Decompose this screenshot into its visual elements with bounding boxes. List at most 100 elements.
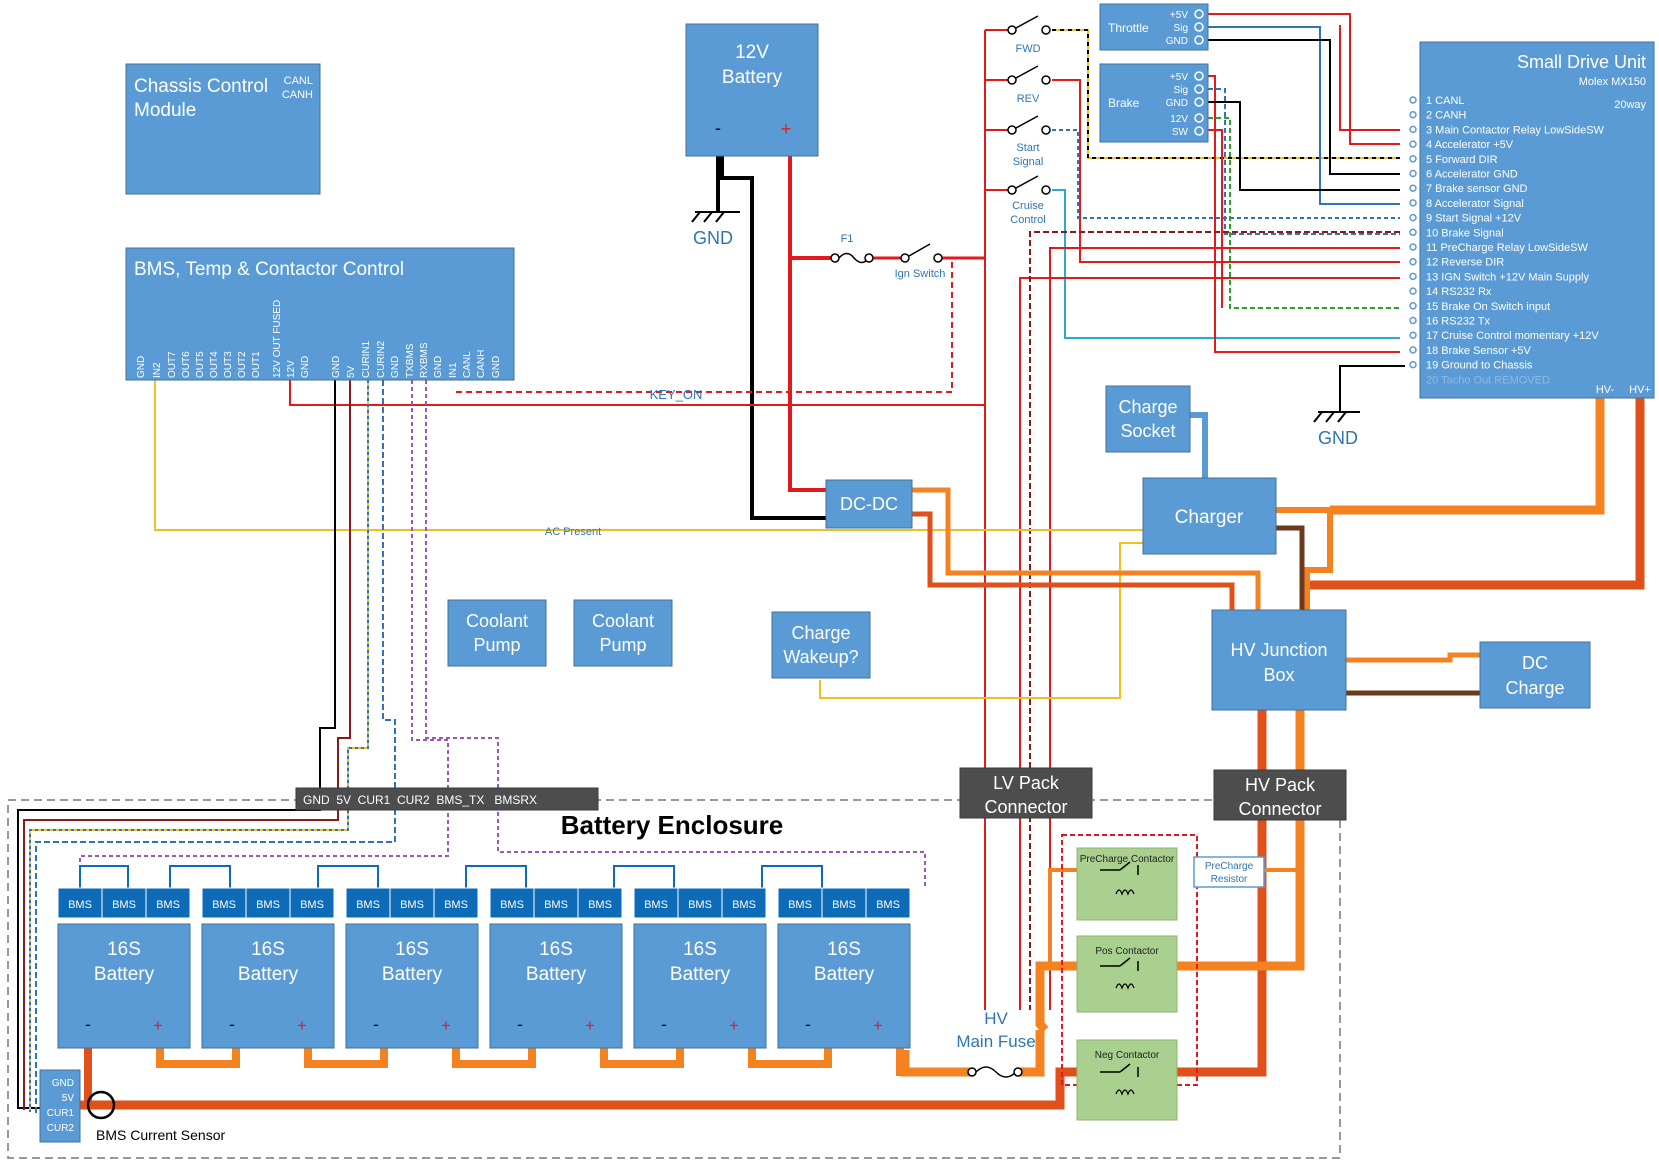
- bms-control-pin: CANH: [476, 350, 487, 378]
- bms-board-label: BMS: [788, 899, 812, 911]
- drive-unit-pin-terminal: [1409, 302, 1417, 310]
- battery-12v-neg: -: [715, 118, 721, 138]
- precharge-contactor-label: PreCharge Contactor: [1080, 854, 1175, 865]
- charge-wakeup-l1: Charge: [791, 623, 850, 643]
- bms-board-label: BMS: [732, 899, 756, 911]
- battery-12v-pos: +: [781, 119, 792, 139]
- bms-board-label: BMS: [212, 899, 236, 911]
- current-sensor-ring: [86, 1090, 116, 1120]
- drive-unit-pin-terminal: [1409, 346, 1417, 354]
- charge-wakeup: Charge Wakeup?: [771, 611, 871, 679]
- hv-pack-connector: HV Pack Connector: [1213, 769, 1347, 821]
- battery-module-l2: Battery: [382, 964, 443, 985]
- precharge-resistor: PreCharge Resistor: [1193, 856, 1265, 888]
- bms-board: [57, 887, 103, 919]
- bms-board: [577, 887, 623, 919]
- drive-unit-pin: 6 Accelerator GND: [1426, 169, 1518, 181]
- battery-module-l1: 16S: [395, 939, 429, 960]
- drive-unit-title: Small Drive Unit: [1517, 52, 1646, 72]
- chassis-title-l2: Module: [134, 100, 196, 121]
- drive-unit-pin: 15 Brake On Switch input: [1426, 301, 1550, 313]
- drive-unit-pin: 14 RS232 Rx: [1426, 286, 1492, 298]
- dc-dc-converter: DC-DC: [825, 479, 913, 529]
- drive-unit-pin-terminal: [1409, 257, 1417, 266]
- charge-socket: Charge Socket: [1105, 385, 1191, 453]
- bms-control-title: BMS, Temp & Contactor Control: [134, 259, 404, 280]
- bms-board-label: BMS: [588, 899, 612, 911]
- drive-unit-pin-terminal: [1409, 360, 1417, 369]
- coolant-pump-1-l1: Coolant: [466, 611, 528, 631]
- switch-fwd-label: FWD: [1015, 43, 1040, 55]
- throttle-pin-sig: Sig: [1174, 23, 1188, 34]
- bms-board-label: BMS: [356, 899, 380, 911]
- bms-control-pin: OUT4: [209, 351, 220, 378]
- drive-unit-pin-terminal: [1409, 184, 1417, 192]
- battery-module-body: [345, 923, 479, 1049]
- current-sensor-pin-cur2: CUR2: [47, 1123, 75, 1134]
- switch-start-label-l2: Signal: [1013, 156, 1044, 168]
- battery-module-pos: +: [729, 1016, 739, 1035]
- drive-unit-pin: 12 Reverse DIR: [1426, 257, 1504, 269]
- gnd-label-drive: GND: [1318, 428, 1358, 448]
- bms-board-label: BMS: [544, 899, 568, 911]
- bms-board-label: BMS: [644, 899, 668, 911]
- bms-control-pin: GND: [390, 356, 401, 378]
- battery-module-pos: +: [153, 1016, 163, 1035]
- brake-pin-5v: +5V: [1170, 72, 1188, 83]
- switch-rev-label: REV: [1017, 93, 1040, 105]
- gnd-label-12v: GND: [693, 228, 733, 248]
- drive-unit-pin: 7 Brake sensor GND: [1426, 183, 1528, 195]
- drive-unit-pin-terminal: [1409, 287, 1417, 295]
- drive-unit-pin: 10 Brake Signal: [1426, 227, 1504, 239]
- lv-pack-l2: Connector: [984, 797, 1067, 817]
- bms-control-pin: CURIN1: [361, 340, 372, 378]
- switch-fwd: FWD: [1007, 15, 1051, 55]
- ign-switch-label: Ign Switch: [895, 268, 946, 280]
- ign-switch: Ign Switch: [895, 243, 946, 280]
- charger-label: Charger: [1175, 507, 1244, 528]
- bms-board-label: BMS: [112, 899, 136, 911]
- hv-main-fuse-l1: HV: [984, 1009, 1008, 1028]
- charge-wakeup-l2: Wakeup?: [783, 647, 858, 667]
- precharge-resistor-l1: PreCharge: [1205, 861, 1254, 872]
- brake-title: Brake: [1108, 96, 1140, 110]
- bms-board: [721, 887, 767, 919]
- bms-control-pin: OUT6: [181, 351, 192, 378]
- battery-enclosure-title: Battery Enclosure: [561, 810, 784, 840]
- battery-module-body: [57, 923, 191, 1049]
- coolant-pump-2-l1: Coolant: [592, 611, 654, 631]
- battery-module-l2: Battery: [670, 964, 731, 985]
- pos-contactor-label: Pos Contactor: [1095, 946, 1159, 957]
- brake-pin-12v: 12V: [1170, 114, 1188, 125]
- battery-module-neg: -: [805, 1015, 811, 1034]
- switch-cruise-label-l1: Cruise: [1012, 200, 1044, 212]
- bms-board-label: BMS: [500, 899, 524, 911]
- charge-socket-l1: Charge: [1118, 397, 1177, 417]
- coolant-pump-2-l2: Pump: [599, 635, 646, 655]
- bms-board: [677, 887, 723, 919]
- brake-pin-gnd: GND: [1166, 98, 1188, 109]
- bms-control-pin: GND: [300, 356, 311, 378]
- drive-unit-pin: 8 Accelerator Signal: [1426, 198, 1524, 210]
- bms-control-pin: TXBMS: [405, 343, 416, 378]
- drive-unit-pin: 11 PreCharge Relay LowSideSW: [1426, 242, 1588, 254]
- bms-control-pin: OUT5: [195, 351, 206, 378]
- drive-unit-pin: 9 Start Signal +12V: [1426, 213, 1522, 225]
- bms-control-pin: CANL: [462, 351, 473, 378]
- switch-rev: REV: [1007, 65, 1051, 105]
- bms-control-pin: OUT2: [237, 351, 248, 378]
- switch-start-label-l1: Start: [1016, 142, 1039, 154]
- drive-unit-pin-terminal: [1409, 140, 1417, 148]
- brake: Brake +5V Sig GND 12V SW: [1099, 63, 1209, 143]
- switch-cruise-label-l2: Control: [1010, 214, 1045, 226]
- battery-enclosure-border: [7, 799, 1341, 1159]
- pos-contactor: Pos Contactor: [1076, 935, 1178, 1013]
- bms-control-pin: OUT7: [167, 351, 178, 378]
- bms-board: [289, 887, 335, 919]
- connector-strip-label: GND 5V CUR1 CUR2 BMS_TX BMSRX: [303, 793, 537, 807]
- bms-control-pin: GND: [136, 356, 147, 378]
- battery-module-l1: 16S: [539, 939, 573, 960]
